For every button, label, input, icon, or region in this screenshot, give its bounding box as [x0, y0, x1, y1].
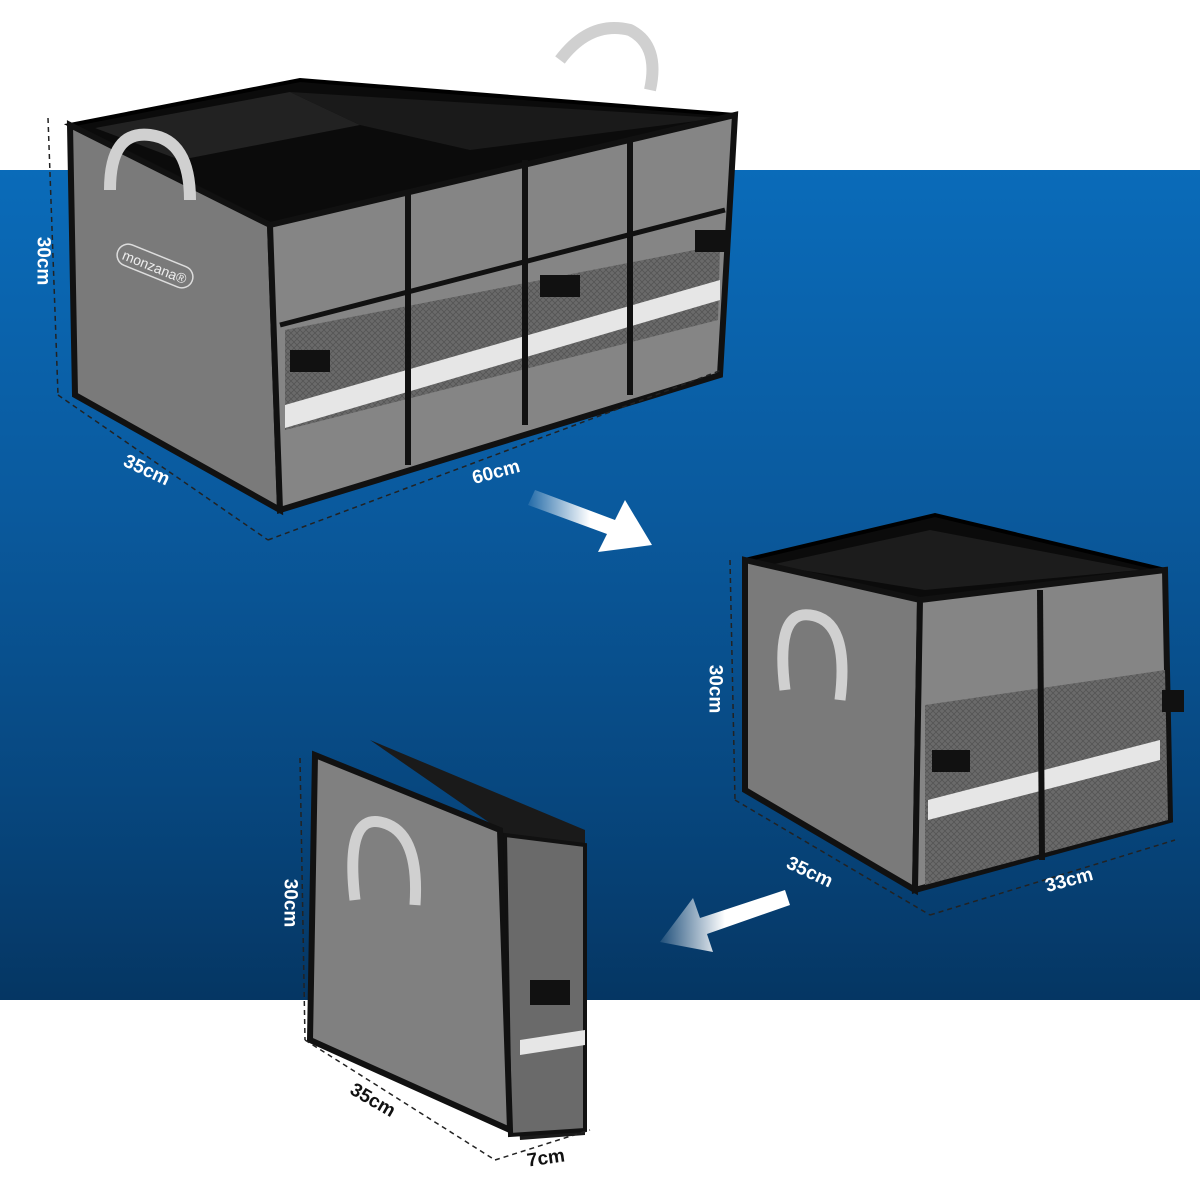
- arrow-down-right-icon: [528, 490, 652, 552]
- arrow-down-left-icon: [660, 890, 790, 952]
- folded-box-height-label: 30cm: [279, 878, 301, 928]
- folded-organizer-box: [306, 740, 587, 1140]
- medium-box-dimension-lines: [729, 559, 1176, 916]
- large-box-height-label: 30cm: [32, 236, 54, 286]
- folded-box-dimension-lines: [299, 757, 591, 1161]
- large-organizer-box: monzana®: [63, 22, 739, 516]
- medium-organizer-box: [742, 512, 1184, 896]
- large-box-dimension-lines: [47, 117, 723, 541]
- medium-box-height-label: 30cm: [704, 664, 726, 714]
